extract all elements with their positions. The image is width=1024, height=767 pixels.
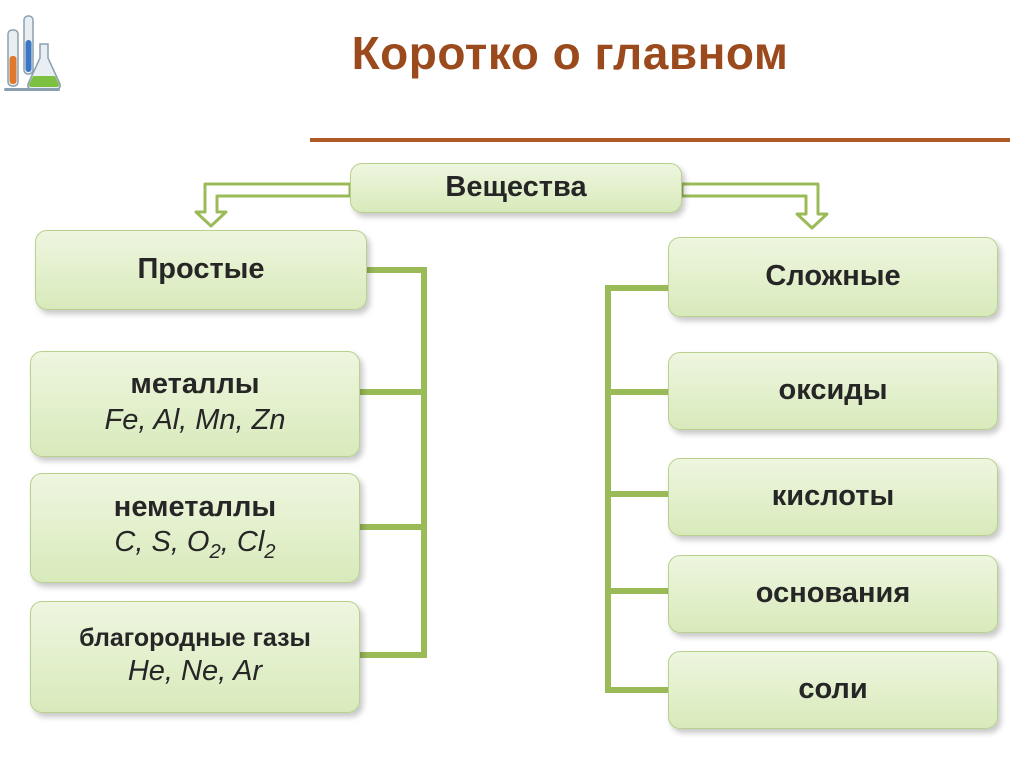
node-oxides-label: оксиды <box>778 374 888 407</box>
node-metals: металлы Fe, Al, Mn, Zn <box>30 351 360 457</box>
node-simple-label: Простые <box>137 253 265 286</box>
node-bases-label: основания <box>755 577 911 610</box>
complex-bracket <box>605 285 671 693</box>
node-nonmetals-label: неметаллы <box>113 490 277 523</box>
node-noble-gases: благородные газы He, Ne, Ar <box>30 601 360 713</box>
root-node-label: Вещества <box>445 171 587 204</box>
node-complex: Сложные <box>668 237 998 317</box>
title-underline <box>310 138 1010 142</box>
root-node-substances: Вещества <box>350 163 682 213</box>
node-salts: соли <box>668 651 998 729</box>
node-bases: основания <box>668 555 998 633</box>
node-acids-label: кислоты <box>771 480 895 513</box>
lab-flask-logo-icon <box>4 15 61 91</box>
node-metals-label: металлы <box>130 368 260 401</box>
arrow-to-complex <box>680 182 829 230</box>
node-salts-label: соли <box>798 673 868 706</box>
node-metals-examples: Fe, Al, Mn, Zn <box>104 403 286 436</box>
node-simple: Простые <box>35 230 367 310</box>
node-nonmetals: неметаллы C, S, O2, Cl2 <box>30 473 360 583</box>
node-acids: кислоты <box>668 458 998 536</box>
node-oxides: оксиды <box>668 352 998 430</box>
node-nonmetals-examples: C, S, O2, Cl2 <box>114 526 276 563</box>
node-complex-label: Сложные <box>765 260 901 293</box>
node-noble-gases-label: благородные газы <box>79 623 311 652</box>
simple-bracket <box>357 267 427 658</box>
page-title: Коротко о главном <box>351 27 789 79</box>
node-noble-gases-examples: He, Ne, Ar <box>127 654 263 687</box>
arrow-to-simple <box>194 182 352 228</box>
